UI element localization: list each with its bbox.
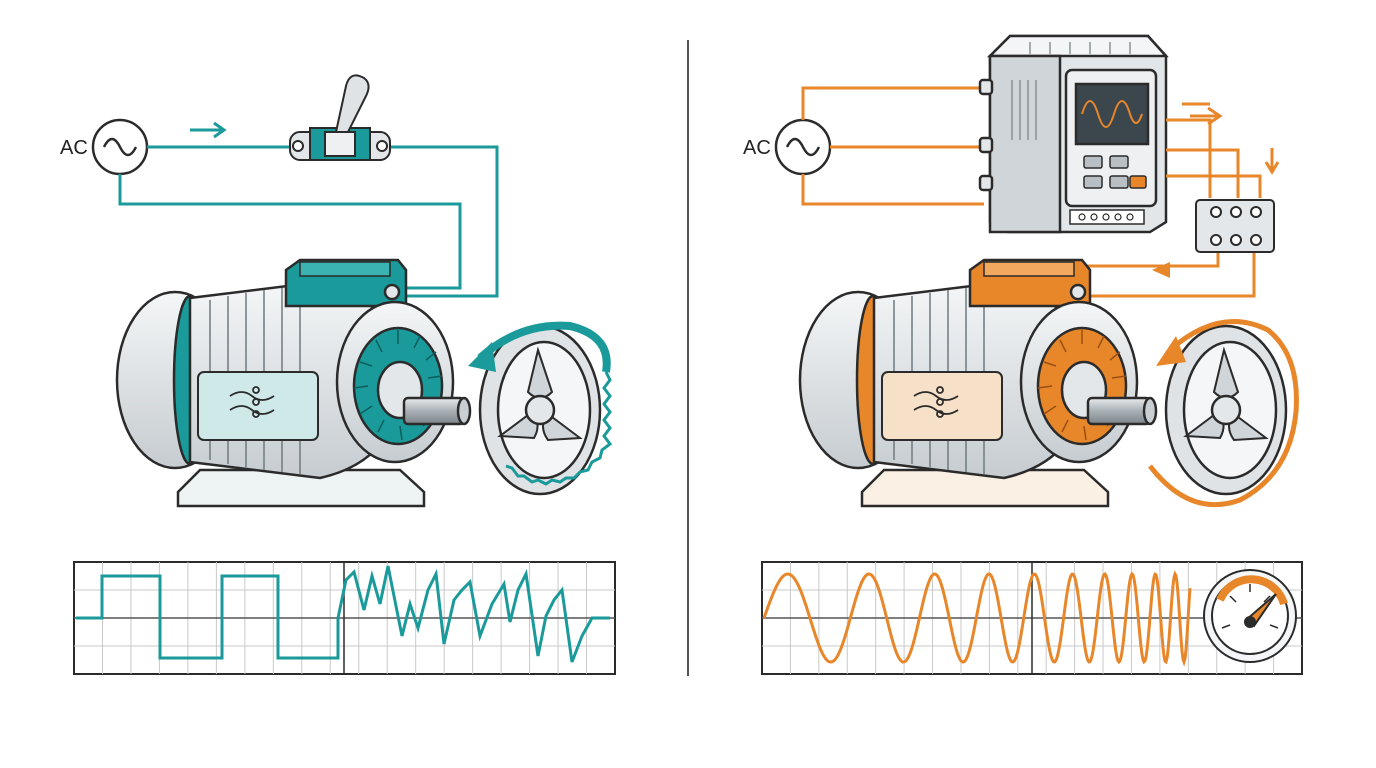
right-output-wiring [1086,118,1262,298]
speed-gauge-icon [1203,569,1297,663]
left-square-wave [76,574,340,660]
current-arrow-icon [190,121,227,139]
right-waveform-panel [761,561,1303,675]
sine-glyph-icon [102,137,138,157]
left-ac-label: AC [60,137,88,159]
left-ac-source: AC [60,118,149,176]
left-panel: AC [60,74,616,675]
arrow-head-icon [1156,336,1186,366]
arrow-head-icon [468,342,496,372]
output-arrow-icon [1182,102,1223,126]
vfd-screen [1074,82,1150,146]
left-fan-icon [478,324,602,496]
right-sine-wave [762,570,1192,667]
left-wiring [118,145,499,298]
right-panel: AC [743,34,1303,675]
right-ac-source: AC [743,118,832,176]
left-jagged-wave [336,565,610,663]
terminal-block-icon [1195,199,1275,253]
right-fan-icon [1164,324,1288,496]
right-input-wiring [801,86,984,206]
jagged-wave-trail-icon [505,371,613,486]
down-arrow-icon [1264,148,1280,175]
toggle-switch-icon [289,74,391,161]
right-motor-icon [798,258,1158,508]
left-arrow-icon [1152,262,1170,278]
left-waveform-panel [73,561,616,675]
vfd-drive-icon [978,34,1169,234]
right-ac-label: AC [743,137,771,159]
smooth-rotation-arrow-icon [1148,319,1299,508]
sine-glyph-icon [785,137,821,157]
jagged-rotation-arrow-icon [477,321,611,373]
left-motor-icon [115,258,472,508]
